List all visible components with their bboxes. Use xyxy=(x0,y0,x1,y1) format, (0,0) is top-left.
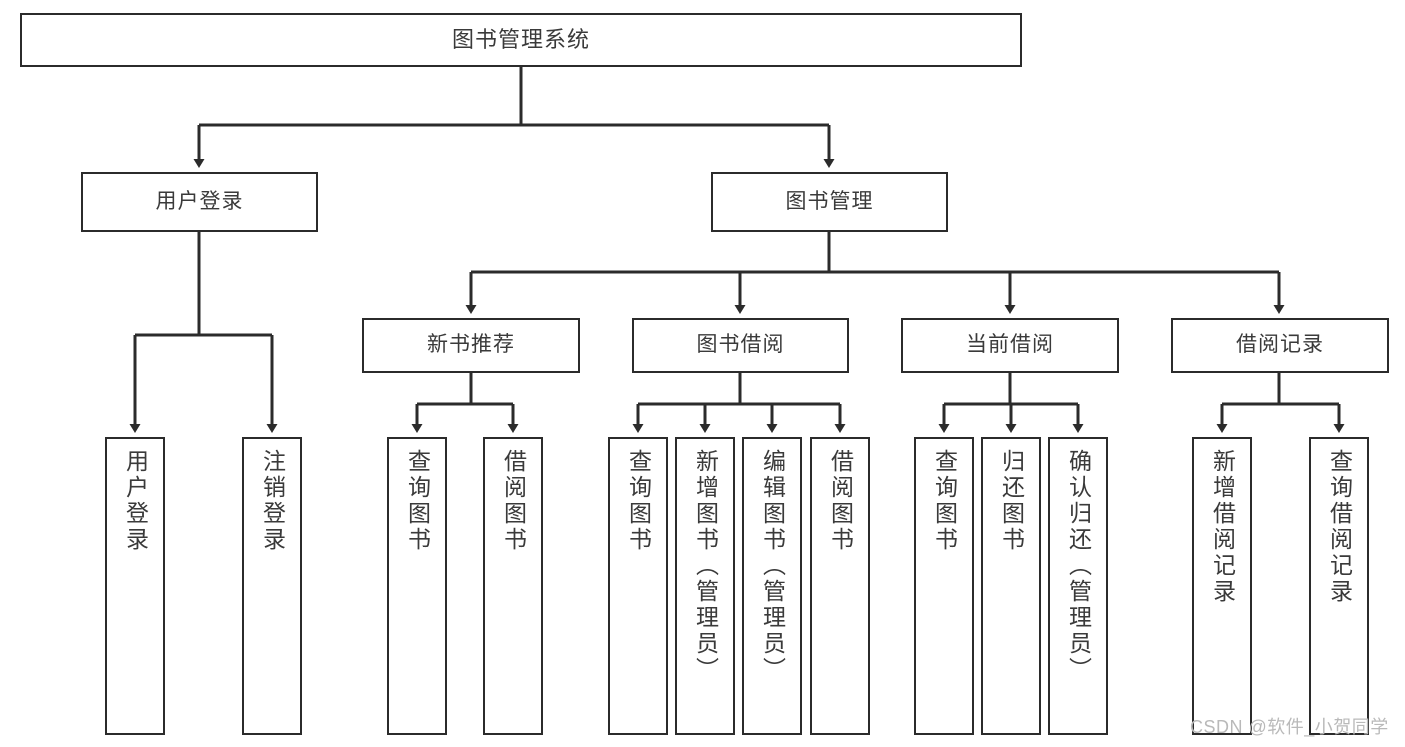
node-label: 借阅图书 xyxy=(827,449,854,553)
node-label: 新增图书（管理员） xyxy=(692,449,719,683)
node-label: 新书推荐 xyxy=(427,333,515,357)
node-book-management[interactable]: 图书管理 xyxy=(711,172,948,232)
leaf-return-book[interactable]: 归还图书 xyxy=(981,437,1041,735)
node-label: 新增借阅记录 xyxy=(1209,449,1236,605)
leaf-confirm-return-admin[interactable]: 确认归还（管理员） xyxy=(1048,437,1108,735)
node-book-borrowing[interactable]: 图书借阅 xyxy=(632,318,849,373)
node-user-login[interactable]: 用户登录 xyxy=(81,172,318,232)
leaf-borrow-book-newbook[interactable]: 借阅图书 xyxy=(483,437,543,735)
leaf-logout[interactable]: 注销登录 xyxy=(242,437,302,735)
leaf-borrow-book[interactable]: 借阅图书 xyxy=(810,437,870,735)
node-label: 查询图书 xyxy=(404,449,431,553)
node-current-borrowing[interactable]: 当前借阅 xyxy=(901,318,1119,373)
node-label: 当前借阅 xyxy=(966,333,1054,357)
leaf-add-book-admin[interactable]: 新增图书（管理员） xyxy=(675,437,735,735)
leaf-query-book-newbook[interactable]: 查询图书 xyxy=(387,437,447,735)
leaf-query-book-current[interactable]: 查询图书 xyxy=(914,437,974,735)
node-label: 注销登录 xyxy=(259,449,286,553)
leaf-query-borrow-record[interactable]: 查询借阅记录 xyxy=(1309,437,1369,735)
node-label: 归还图书 xyxy=(998,449,1025,553)
node-label: 用户登录 xyxy=(122,449,149,553)
node-label: 查询图书 xyxy=(931,449,958,553)
node-label: 查询借阅记录 xyxy=(1326,449,1353,605)
node-label: 图书借阅 xyxy=(696,333,785,357)
node-label: 查询图书 xyxy=(625,449,652,553)
leaf-query-book-borrow[interactable]: 查询图书 xyxy=(608,437,668,735)
node-label: 借阅记录 xyxy=(1236,333,1324,357)
node-label: 用户登录 xyxy=(155,189,244,213)
leaf-add-borrow-record[interactable]: 新增借阅记录 xyxy=(1192,437,1252,735)
csdn-watermark: CSDN @软件_小贺同学 xyxy=(1190,717,1389,737)
node-label: 编辑图书（管理员） xyxy=(759,449,786,683)
node-label: 确认归还（管理员） xyxy=(1065,449,1092,683)
node-root-book-management-system[interactable]: 图书管理系统 xyxy=(20,13,1022,67)
node-label: 图书管理 xyxy=(785,189,874,213)
node-new-book-recommendation[interactable]: 新书推荐 xyxy=(362,318,580,373)
node-label: 借阅图书 xyxy=(500,449,527,553)
node-borrowing-records[interactable]: 借阅记录 xyxy=(1171,318,1389,373)
node-label: 图书管理系统 xyxy=(451,27,590,53)
leaf-edit-book-admin[interactable]: 编辑图书（管理员） xyxy=(742,437,802,735)
leaf-user-login[interactable]: 用户登录 xyxy=(105,437,165,735)
